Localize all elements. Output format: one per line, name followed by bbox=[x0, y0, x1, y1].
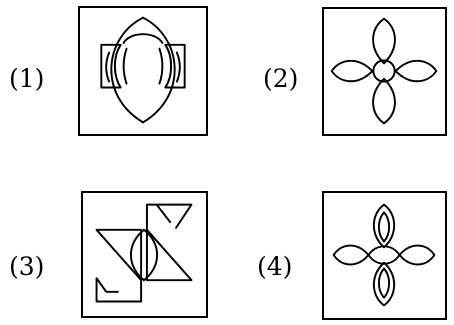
zigzag-with-lens-figure bbox=[95, 203, 193, 303]
option-3-label: (3) bbox=[9, 252, 45, 281]
lens-with-brackets-figure bbox=[100, 16, 186, 124]
four-petal-flower-with-circle-figure bbox=[330, 17, 438, 125]
option-3-figure-box[interactable] bbox=[81, 191, 208, 318]
option-4-figure-box[interactable] bbox=[322, 191, 447, 320]
option-4-label: (4) bbox=[257, 252, 293, 281]
option-2-label: (2) bbox=[263, 64, 299, 93]
four-petal-flower-with-lens-figure bbox=[332, 203, 436, 307]
option-1-figure-box[interactable] bbox=[78, 6, 208, 136]
option-1-label: (1) bbox=[9, 64, 45, 93]
option-2-figure-box[interactable] bbox=[322, 7, 447, 136]
